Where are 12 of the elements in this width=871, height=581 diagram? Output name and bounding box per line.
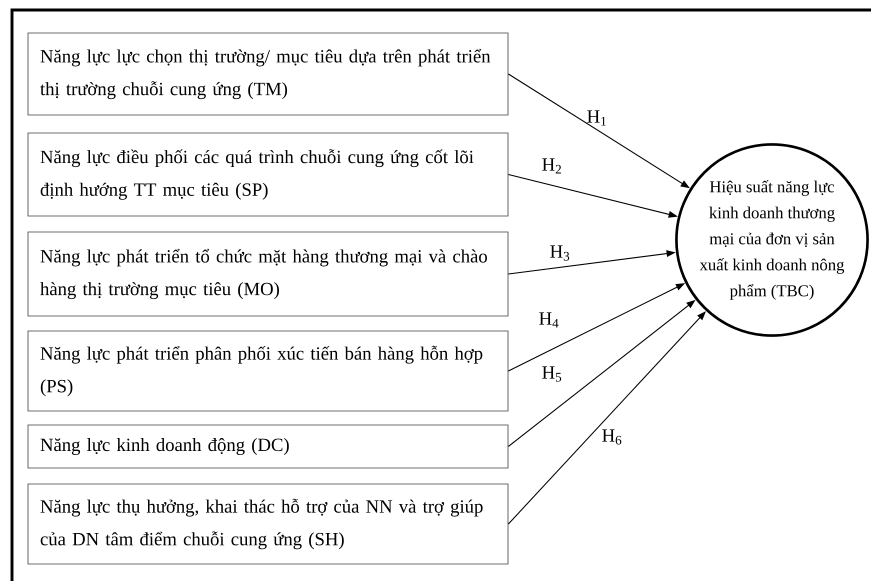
edge-label: H$_{6}$ — [602, 429, 622, 445]
edge-label: H$_{2}$ — [542, 158, 561, 174]
edge-label: H$_{1}$ — [587, 110, 606, 126]
edge-label: H$_{4}$ — [539, 312, 558, 328]
edge-label: H$_{5}$ — [542, 366, 562, 382]
factor-box: Năng lực kinh doanh động (DC) — [28, 424, 508, 468]
factor-box: Năng lực phát triển tổ chức mặt hàng thương mại và chào hàng thị trường mục tiêu (MO) — [28, 232, 508, 316]
factor-box: Năng lực thụ hưởng, khai thác hỗ trợ của NN và trợ giúp của DN tâm điểm chuỗi cung ứng (SH) — [28, 484, 508, 564]
edge-label: H$_{3}$ — [550, 245, 570, 261]
factor-box: Năng lực điều phối các quá trình chuỗi cung ứng cốt lõi định hướng TT mục tiêu (SP) — [28, 132, 508, 216]
factor-box: Năng lực phát triển phân phối xúc tiến bán hàng hỗn hợp (PS) — [28, 330, 508, 412]
factor-box: Năng lực lực chọn thị trường/ mục tiêu dựa trên phát triển thị trường chuỗi cung ứng (TM) — [28, 32, 508, 116]
